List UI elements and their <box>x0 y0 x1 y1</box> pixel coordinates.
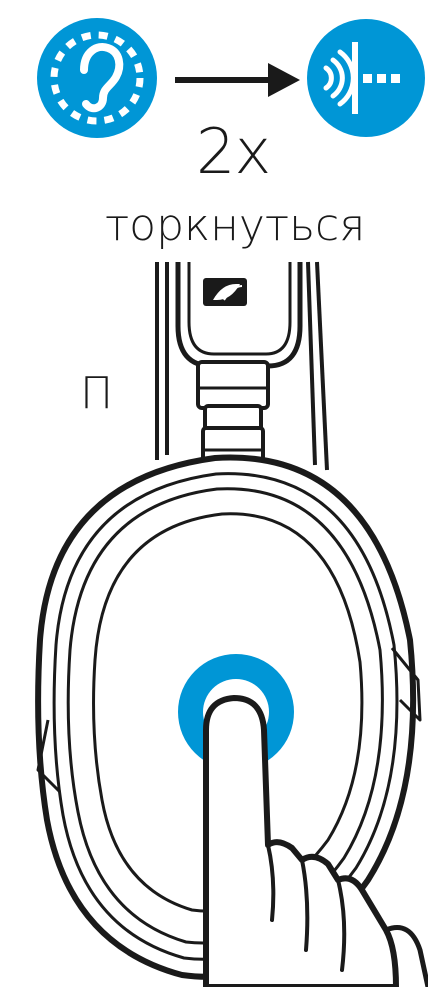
tap-count-label: 2x <box>196 121 270 183</box>
hearing-ear-icon <box>37 18 157 138</box>
side-marker-label: П <box>80 372 113 416</box>
yoke-joint <box>198 362 268 464</box>
brand-logo <box>203 278 247 306</box>
arrow-right-icon <box>175 63 300 97</box>
transparent-hearing-icon <box>307 19 425 137</box>
action-label: торкнуться <box>105 204 365 248</box>
